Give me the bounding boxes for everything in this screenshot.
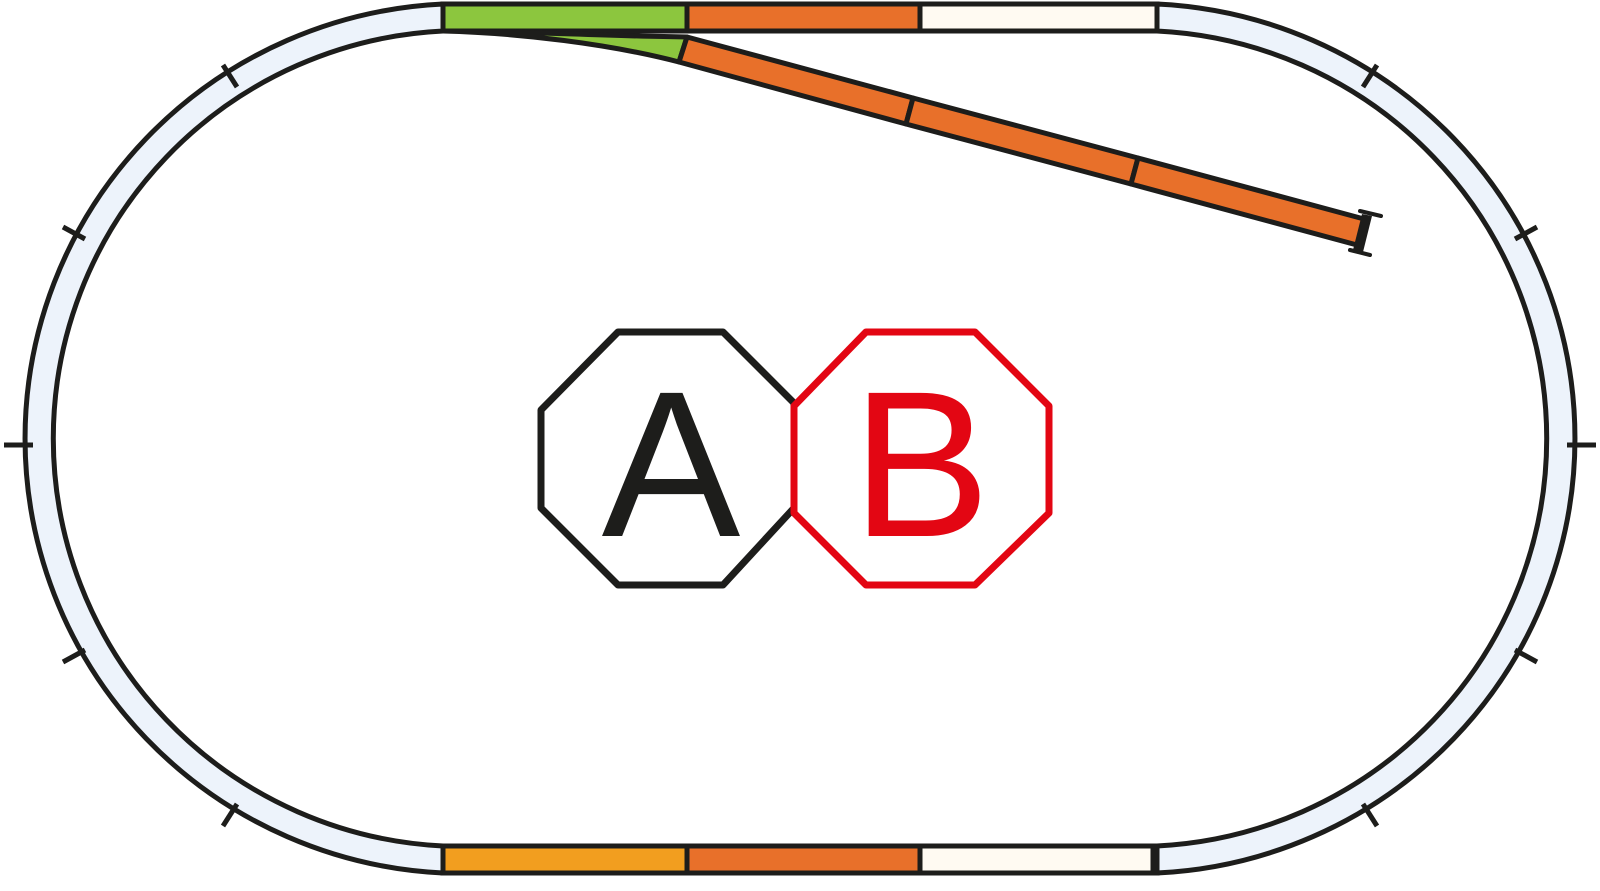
bottom-track-cream [917, 843, 1156, 876]
siding-segment-1 [676, 34, 916, 127]
buffer-stop [1348, 209, 1383, 257]
octagon-a-shape [537, 328, 798, 589]
octagon-b: B [790, 328, 1053, 589]
octagon-b-shape [790, 328, 1053, 589]
oval-track [4, 1, 1596, 876]
right-curve-track [1154, 1, 1578, 876]
bottom-track-light [1150, 843, 1160, 876]
top-straight-track [440, 1, 1160, 34]
bottom-track-orange [684, 843, 923, 876]
siding-segment-3 [1128, 155, 1367, 248]
siding-spur [676, 34, 1383, 257]
top-track-green [440, 1, 690, 34]
bottom-straight-track [440, 843, 1160, 876]
turnout-green-wedge [440, 28, 690, 65]
top-track-orange [684, 1, 923, 34]
left-curve-track [22, 1, 446, 876]
siding-segment-2 [903, 95, 1141, 187]
octagon-a: A [537, 328, 798, 589]
bottom-track-yellow-orange [440, 843, 690, 876]
right-curve-joints [1360, 63, 1596, 828]
octagon-a-label: A [602, 349, 741, 581]
octagon-b-label: B [852, 349, 991, 581]
top-track-cream [917, 1, 1160, 34]
left-curve-joints [4, 63, 240, 828]
turnout-switch [440, 28, 690, 65]
